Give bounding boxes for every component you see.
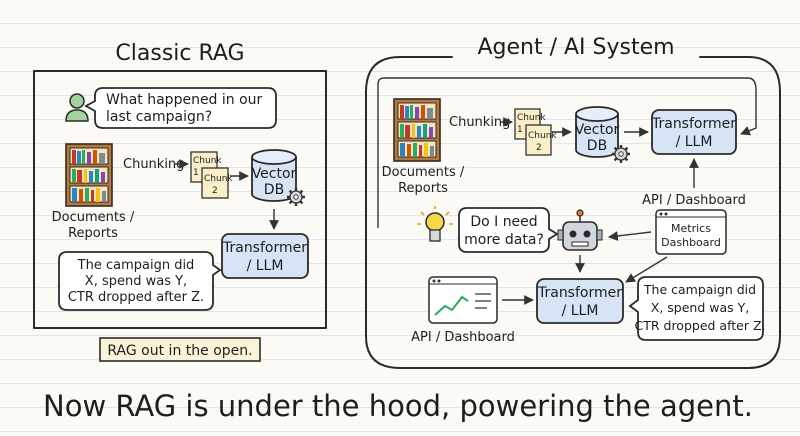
api-dashboard-top-label: API / Dashboard [642,193,746,208]
agent-answer-line3: CTR dropped after Z. [634,318,765,333]
agent-chunk-2-number: 2 [536,143,542,153]
chunk-2-label: Chunk [204,174,233,184]
bookshelf-icon [65,143,113,207]
lightbulb-icon [417,206,453,242]
robot-icon [557,209,603,251]
agent-answer-bubble: The campaign did X, spend was Y, CTR dro… [628,276,766,341]
metrics-to-robot-arrow [608,231,652,241]
vector-db-label-line2: DB [264,182,284,198]
user-icon [65,93,89,122]
caption-text: RAG out in the open. [107,343,252,359]
agent-gear-icon [610,143,632,165]
documents-label-line2: Reports [68,226,118,241]
metrics-to-llm-arrow [625,256,668,283]
agent-vector-db-icon: Vector DB [575,106,620,158]
llm-label-line2: / LLM [247,258,284,274]
metrics-dashboard-card: Metrics Dashboard [655,209,727,255]
agent-llm-line1: Transformer [537,285,622,301]
chunk-2-number: 2 [212,186,218,196]
metrics-label-line2: Dashboard [661,236,721,249]
vector-db-icon: Vector DB [251,149,297,202]
question-text-line1: What happened in our [106,92,263,108]
need-data-line2: more data? [464,232,544,248]
dashboard-chart-card [428,276,498,324]
bottom-headline: Now RAG is under the hood, powering the … [43,389,753,423]
answer-line3: CTR dropped after Z. [68,290,204,305]
agent-llm-top-line2: / LLM [676,134,713,150]
agent-chunking-label: Chunking [449,115,510,130]
chunk-1-number: 1 [193,168,199,178]
agent-title: Agent / AI System [477,35,674,60]
classic-rag-frame [33,70,327,329]
gear-icon [285,186,307,208]
agent-documents-label-line1: Documents / [382,165,465,180]
question-bubble: What happened in our last campaign? [84,87,277,129]
documents-label-line1: Documents / [52,210,135,225]
need-data-bubble: Do I need more data? [458,207,559,253]
answer-line1: The campaign did [77,258,195,273]
agent-frame [365,56,781,369]
agent-vector-db-label-line2: DB [587,138,607,154]
vector-db-label-line1: Vector [252,166,297,182]
llm-label-line1: Transformer [222,240,307,256]
agent-answer-line2: X, spend was Y, [651,300,749,315]
agent-answer-line1: The campaign did [643,282,756,297]
agent-bookshelf-icon [393,98,441,162]
agent-chunk-papers-icon: Chunk 1 Chunk 2 [514,108,557,156]
metrics-label-line1: Metrics [671,222,711,235]
agent-llm-box: Transformer / LLM [536,278,624,324]
chunk-1-label: Chunk [193,156,222,166]
agent-llm-top-box: Transformer / LLM [651,109,737,155]
answer-line2: X, spend was Y, [85,274,187,289]
chunking-label: Chunking [123,157,184,172]
agent-vector-db-label-line1: Vector [575,122,620,138]
chunk-papers-icon: Chunk 1 Chunk 2 [190,151,233,199]
need-data-line1: Do I need [470,214,537,230]
question-text-line2: last campaign? [106,109,212,125]
agent-chunk-2-label: Chunk [528,131,557,141]
answer-bubble: The campaign did X, spend was Y, CTR dro… [58,251,222,311]
caption-box: RAG out in the open. [99,337,261,362]
agent-chunk-1-label: Chunk [517,113,546,123]
agent-documents-label-line2: Reports [398,181,448,196]
classic-rag-title: Classic RAG [115,41,244,66]
llm-box: Transformer / LLM [221,233,309,279]
api-dashboard-bottom-label: API / Dashboard [411,330,515,345]
agent-chunk-1-number: 1 [517,125,523,135]
agent-llm-top-line1: Transformer [651,116,736,132]
agent-llm-line2: / LLM [562,303,599,319]
agent-loop-arrow [377,77,757,228]
